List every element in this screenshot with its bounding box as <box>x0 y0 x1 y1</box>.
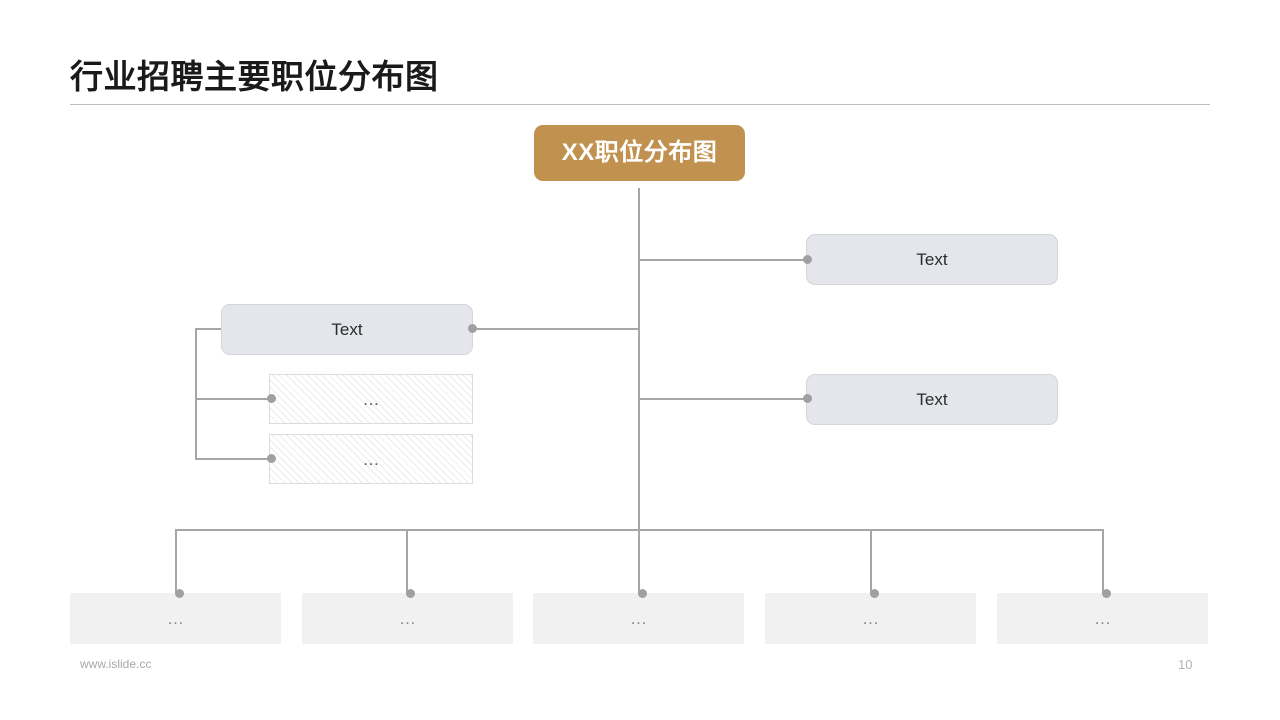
connector-dot-right-2 <box>803 394 812 403</box>
connector-dot-left-branch <box>468 324 477 333</box>
connector-spine-to-right-1 <box>638 259 808 261</box>
connector-bottom-drop-5 <box>1102 529 1104 593</box>
connector-dot-right-1 <box>803 255 812 264</box>
footer-page-number: 10 <box>1178 657 1193 672</box>
right-branch-node-2-label: Text <box>916 390 948 409</box>
bottom-node-4-label: … <box>862 609 879 628</box>
connector-bottom-drop-2 <box>406 529 408 593</box>
left-sub-node-1-label: … <box>362 389 380 409</box>
connector-dot-bottom-1 <box>175 589 184 598</box>
right-branch-node-2[interactable]: Text <box>806 374 1058 425</box>
title-divider <box>70 104 1210 105</box>
bottom-node-4[interactable]: … <box>765 593 976 644</box>
bottom-node-1-label: … <box>167 609 184 628</box>
connector-left-box-to-riser <box>196 328 226 330</box>
left-sub-node-2[interactable]: … <box>269 434 473 484</box>
right-branch-node-1[interactable]: Text <box>806 234 1058 285</box>
connector-riser-to-sub-1 <box>195 398 275 400</box>
left-sub-node-2-label: … <box>362 449 380 469</box>
connector-spine-main <box>638 188 640 532</box>
bottom-node-2[interactable]: … <box>302 593 513 644</box>
connector-dot-left-sub-1 <box>267 394 276 403</box>
page-title: 行业招聘主要职位分布图 <box>70 58 439 95</box>
connector-dot-left-sub-2 <box>267 454 276 463</box>
right-branch-node-1-label: Text <box>916 250 948 269</box>
bottom-node-3-label: … <box>630 609 647 628</box>
footer-url[interactable]: www.islide.cc <box>80 657 152 671</box>
bottom-node-5-label: … <box>1094 609 1111 628</box>
connector-dot-bottom-3 <box>638 589 647 598</box>
connector-bottom-drop-1 <box>175 529 177 593</box>
connector-spine-to-left <box>471 328 640 330</box>
left-sub-node-1[interactable]: … <box>269 374 473 424</box>
bottom-node-5[interactable]: … <box>997 593 1208 644</box>
root-node[interactable]: XX职位分布图 <box>534 125 745 181</box>
connector-bottom-drop-3 <box>638 529 640 593</box>
left-branch-node-label: Text <box>331 320 363 339</box>
left-branch-node[interactable]: Text <box>221 304 473 355</box>
bottom-node-2-label: … <box>399 609 416 628</box>
connector-bottom-drop-4 <box>870 529 872 593</box>
bottom-node-1[interactable]: … <box>70 593 281 644</box>
bottom-node-3[interactable]: … <box>533 593 744 644</box>
connector-dot-bottom-5 <box>1102 589 1111 598</box>
connector-riser-to-sub-2 <box>195 458 275 460</box>
connector-spine-to-right-2 <box>638 398 808 400</box>
connector-dot-bottom-2 <box>406 589 415 598</box>
connector-dot-bottom-4 <box>870 589 879 598</box>
root-node-label: XX职位分布图 <box>561 139 718 166</box>
connector-left-riser <box>195 328 197 460</box>
